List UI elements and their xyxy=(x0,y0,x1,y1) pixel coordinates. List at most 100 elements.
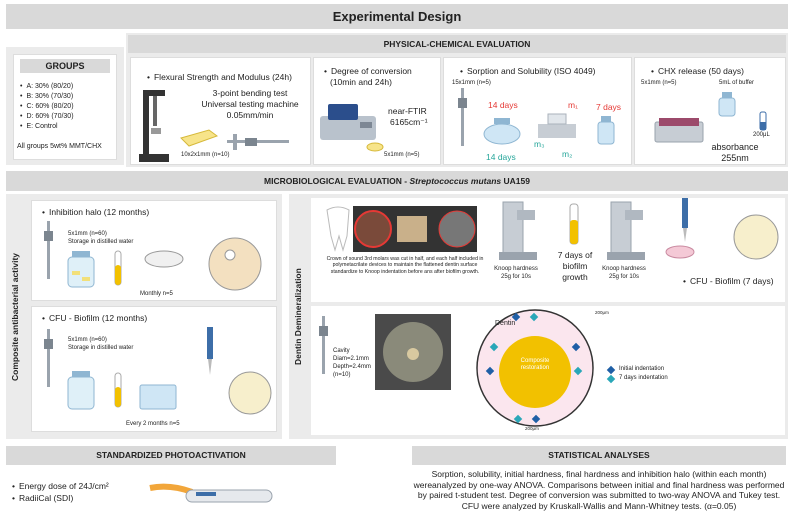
flexural-machine: Universal testing machine xyxy=(201,99,299,109)
micro-heading-bar: MICROBIOLOGICAL EVALUATION - Streptococc… xyxy=(6,171,788,191)
cfu-caliper-icon xyxy=(44,329,53,387)
knoop2-load: 25g for 10s xyxy=(608,274,640,280)
conversion-method: near-FTIR xyxy=(388,106,427,116)
agar-plate-icon xyxy=(208,237,262,291)
desiccator-icon xyxy=(483,118,521,145)
chx-absorbance: absorbance xyxy=(711,142,759,152)
cavity-diam: Diam=2.1mm xyxy=(333,356,369,362)
photo-device: RadiiCal (SDI) xyxy=(12,493,73,503)
legend-7days-marker xyxy=(606,374,616,384)
cfu-title: CFU - Biofilm (12 months) xyxy=(42,313,147,323)
antibacterial-side-label: Composite antibacterial activity xyxy=(10,252,20,381)
sorption-m3: m₃ xyxy=(534,139,545,149)
sorption-14days-b: 14 days xyxy=(486,152,516,162)
chx-title: CHX release (50 days) xyxy=(651,66,744,76)
biofilm-plate-icon xyxy=(733,214,779,260)
halo-storage: Storage in distilled water xyxy=(68,239,134,245)
page-title: Experimental Design xyxy=(332,9,462,24)
knoop-tester-icon-1 xyxy=(499,201,537,260)
indent-markers xyxy=(485,312,583,424)
group-item: C: 60% (80/20) xyxy=(20,102,73,112)
sorption-7days: 7 days xyxy=(596,102,622,112)
specimen-bar-icon xyxy=(180,129,219,147)
jar-icon xyxy=(67,251,95,288)
dentin-panel: Dentin Demineralization Crown of sound 3… xyxy=(289,194,788,439)
curing-light-icon xyxy=(149,483,273,503)
cfu-pipette-icon xyxy=(207,327,213,375)
cfu-specimen: 5x1mm (n=60) xyxy=(68,337,107,343)
group-item: A: 30% (80/20) xyxy=(20,82,74,92)
photo-heading: STANDARDIZED PHOTOACTIVATION xyxy=(6,446,336,465)
group-item: D: 60% (70/30) xyxy=(20,112,73,122)
conversion-title-sub: (10min and 24h) xyxy=(330,77,392,87)
legend-initial-label: Initial indentation xyxy=(619,366,665,372)
cfu-card: CFU - Biofilm (12 months) 5x1mm (n=60) S… xyxy=(31,306,277,432)
dentin-region-label: Dentin xyxy=(495,320,516,327)
conversion-wavenumber: 6165cm⁻¹ xyxy=(390,117,428,127)
flexural-title: Flexural Strength and Modulus (24h) xyxy=(147,72,292,82)
cavity-depth: Depth=2.4mm xyxy=(333,364,371,370)
restoration-line2: restoration xyxy=(520,365,550,371)
groups-card: GROUPS A: 30% (80/20) B: 30% (70/30) C: … xyxy=(13,54,117,160)
growth-line2: biofilm xyxy=(562,261,588,271)
vial-icon xyxy=(759,111,767,131)
groups-panel: GROUPS A: 30% (80/20) B: 30% (70/30) C: … xyxy=(6,47,124,165)
halo-frequency: Monthly n=5 xyxy=(140,291,173,297)
caliper-icon xyxy=(227,134,289,150)
sorption-14days-a: 14 days xyxy=(488,100,518,110)
tube-icon xyxy=(114,250,122,286)
physical-panel: PHYSICAL-CHEMICAL EVALUATION Flexural St… xyxy=(126,33,788,167)
page-title-bar: Experimental Design xyxy=(6,4,788,29)
knoop2-label: Knoop hardness xyxy=(602,266,646,272)
flexural-card: Flexural Strength and Modulus (24h) 3-po… xyxy=(130,57,311,165)
groups-note: All groups 5wt% MMT/CHX xyxy=(17,143,102,150)
legend-7days-label: 7 days indentation xyxy=(619,375,668,381)
chx-buffer: 5mL of buffer xyxy=(719,80,755,86)
sorption-caliper-icon xyxy=(458,88,467,146)
sorption-specimen: 15x1mm (n=5) xyxy=(452,80,491,86)
well-plate-icon xyxy=(139,384,177,410)
growth-line1: 7 days of xyxy=(557,250,593,260)
scale-bar-1: 200μm xyxy=(595,310,609,315)
knoop-tester-icon-2 xyxy=(607,201,645,260)
stats-text: Sorption, solubility, initial hardness, … xyxy=(413,469,785,511)
knoop1-label: Knoop hardness xyxy=(494,266,538,272)
indentation-diagram xyxy=(476,309,594,427)
cfu-plate-icon xyxy=(228,371,272,415)
dentin-caption: Crown of sound 3rd molars was cut in hal… xyxy=(326,256,484,275)
disc-specimen-icon xyxy=(366,142,384,152)
conversion-specimen: 5x1mm (n=5) xyxy=(384,152,420,158)
cavity-label: Cavity xyxy=(333,348,350,354)
halo-specimen: 5x1mm (n=60) xyxy=(68,231,107,237)
stats-heading: STATISTICAL ANALYSES xyxy=(412,446,786,465)
chx-card: CHX release (50 days) 5x1mm (n=5) 5mL of… xyxy=(634,57,786,165)
halo-title: Inhibition halo (12 months) xyxy=(42,207,149,217)
cavity-photo-icon xyxy=(375,314,451,390)
biofilm-pipette-icon xyxy=(682,198,688,242)
chx-volume: 200μL xyxy=(753,132,770,138)
flexural-test: 3-point bending test xyxy=(212,88,288,98)
growth-line3: growth xyxy=(562,272,588,282)
antibacterial-panel: Composite antibacterial activity Inhibit… xyxy=(6,194,282,439)
cfu7-label: CFU - Biofilm (7 days) xyxy=(683,276,774,286)
chx-specimen: 5x1mm (n=5) xyxy=(641,80,677,86)
photo-energy: Energy dose of 24J/cm² xyxy=(12,481,109,491)
halo-caliper-icon xyxy=(44,221,53,279)
sorption-title: Sorption and Solubility (ISO 4049) xyxy=(460,66,596,76)
sorption-m2: m₂ xyxy=(562,149,573,159)
petri-dish-icon xyxy=(144,250,184,268)
molar-icon xyxy=(326,206,350,252)
scale-bar-2: 200μm xyxy=(525,426,539,431)
knoop1-load: 25g for 10s xyxy=(500,274,532,280)
chx-wavelength: 255nm xyxy=(721,153,749,163)
micro-strain: UA159 xyxy=(503,176,530,186)
conversion-card: Degree of conversion (10min and 24h) nea… xyxy=(313,57,441,165)
sorption-m1: m₁ xyxy=(568,100,578,110)
flexural-speed: 0.05mm/min xyxy=(226,110,274,120)
micro-heading: MICROBIOLOGICAL EVALUATION xyxy=(264,176,402,186)
cfu-storage: Storage in distilled water xyxy=(68,345,134,351)
physical-heading: PHYSICAL-CHEMICAL EVALUATION xyxy=(128,35,786,53)
restoration-line1: Composite xyxy=(520,358,550,364)
group-item: B: 30% (70/30) xyxy=(20,92,74,102)
flexural-specimen: 10x2x1mm (n=10) xyxy=(181,152,230,158)
